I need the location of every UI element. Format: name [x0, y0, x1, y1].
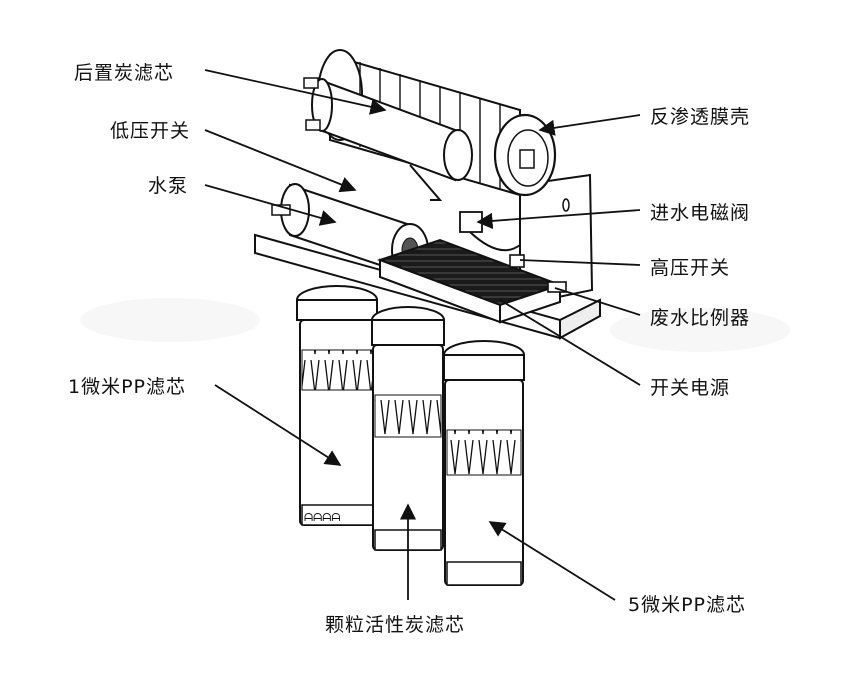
svg-text:ᗩᗩᗩᗩ: ᗩᗩᗩᗩ	[304, 511, 341, 524]
label-water-pump: 水泵	[148, 175, 189, 197]
label-post-carbon-filter: 后置炭滤芯	[74, 62, 175, 84]
arrow-waste-ratio	[554, 287, 641, 316]
post-carbon-filter	[303, 77, 473, 201]
high-pressure-switch	[509, 254, 525, 268]
inlet-solenoid-valve	[459, 211, 521, 252]
arrow-power-supply	[499, 299, 641, 386]
arrow-pp5	[488, 521, 616, 601]
arrow-inlet-valve	[476, 209, 641, 230]
label-low-pressure-switch: 低压开关	[110, 120, 191, 142]
arrow-high-pressure-switch	[519, 259, 641, 266]
watermark	[80, 298, 790, 352]
label-high-pressure-switch: 高压开关	[650, 257, 731, 279]
label-pp1-filter: 1微米PP滤芯	[68, 376, 187, 398]
arrow-pp1	[214, 384, 342, 466]
arrow-ro-housing	[538, 114, 641, 136]
switching-power-supply	[377, 238, 563, 324]
arrow-post-carbon	[204, 69, 387, 115]
label-pp5-filter: 5微米PP滤芯	[628, 594, 747, 616]
pp5-filter-housing	[443, 340, 525, 586]
arrow-low-pressure-switch	[204, 129, 357, 193]
label-switching-power-supply: 开关电源	[650, 377, 731, 399]
label-inlet-solenoid-valve: 进水电磁阀	[650, 202, 751, 224]
granular-carbon-filter-housing	[371, 306, 445, 551]
label-waste-ratio-valve: 废水比例器	[650, 307, 751, 329]
arrow-pump	[204, 184, 337, 226]
waste-ratio-valve	[547, 281, 567, 293]
pp1-filter-housing: ᗩᗩᗩᗩ	[296, 285, 378, 526]
label-granular-carbon-filter: 颗粒活性炭滤芯	[325, 614, 466, 636]
label-ro-membrane-housing: 反渗透膜壳	[650, 106, 751, 128]
leader-arrows	[204, 69, 641, 601]
